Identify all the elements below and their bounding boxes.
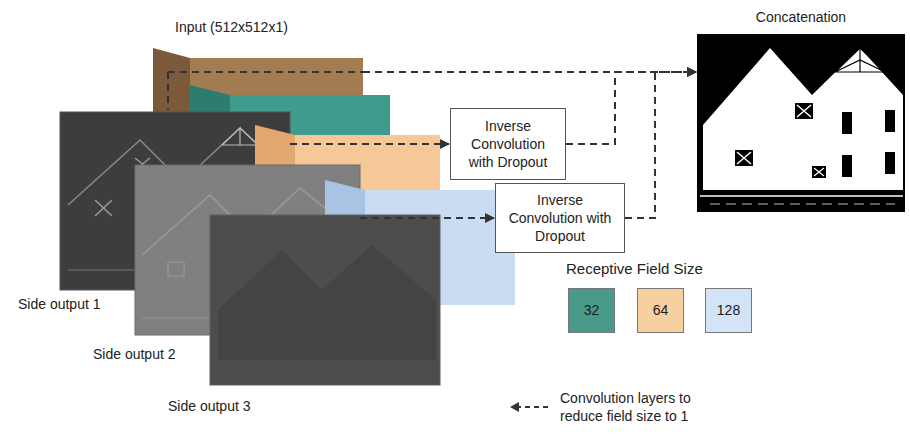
- legend-swatch: 64: [637, 288, 684, 333]
- side-output: Side output 2: [135, 165, 360, 335]
- side-output-image: [210, 215, 440, 385]
- window-cross: [814, 168, 824, 176]
- roof-truss: [859, 48, 860, 72]
- sketch-line: [222, 128, 258, 145]
- process-box: Inverse Convolution with Dropout: [495, 183, 625, 253]
- door: [842, 155, 852, 177]
- window: [795, 103, 813, 119]
- legend-line-sample: [518, 406, 548, 408]
- dashed-connector: [363, 71, 696, 73]
- house-silhouette: [218, 245, 436, 360]
- house-facade: [703, 48, 903, 190]
- panel-heading: Input (512x512x1): [175, 18, 288, 36]
- dashed-connector: [290, 143, 449, 145]
- dashed-path: [168, 71, 363, 73]
- panel-heading: Side output 2: [93, 345, 176, 363]
- roof-truss: [835, 48, 885, 72]
- sketch-line: [95, 200, 112, 216]
- side-output: Side output 3: [210, 215, 440, 385]
- dashed-connector: [566, 72, 696, 144]
- legend-text: 64: [653, 301, 669, 319]
- panel-heading: Concatenation: [697, 8, 905, 26]
- door: [842, 112, 852, 134]
- legend-swatch: 128: [705, 288, 752, 333]
- section-label: Receptive Field Size: [566, 259, 703, 279]
- window: [812, 166, 826, 178]
- process-box: Inverse Convolution with Dropout: [450, 108, 566, 180]
- result-image: [697, 34, 905, 212]
- window: [735, 150, 753, 166]
- output-image: Concatenation: [697, 34, 905, 212]
- legend-text: Convolution layers to reduce field size …: [560, 389, 728, 425]
- panel-heading: Side output 3: [168, 397, 251, 415]
- dashed-connector: [625, 72, 696, 218]
- legend-swatch: 32: [568, 288, 615, 333]
- door: [885, 110, 895, 132]
- legend-text: 32: [584, 301, 600, 319]
- box-text: Inverse Convolution with Dropout: [459, 117, 557, 172]
- sketch-line: [168, 262, 184, 276]
- box-text: Inverse Convolution with Dropout: [504, 191, 616, 246]
- window-cross: [737, 152, 751, 164]
- side-output: Side output 1: [60, 112, 290, 290]
- dashed-path: [167, 72, 169, 110]
- legend-text: 128: [717, 301, 740, 319]
- ground-line: [710, 204, 895, 205]
- ground-line: [700, 195, 903, 197]
- legend-arrowhead: [510, 402, 519, 412]
- input-block: Input (512x512x1): [153, 48, 363, 190]
- dashed-connector: [360, 217, 494, 219]
- window-cross: [797, 105, 811, 117]
- door: [885, 152, 895, 174]
- sketch-line: [95, 200, 112, 216]
- panel-heading: Side output 1: [18, 295, 101, 313]
